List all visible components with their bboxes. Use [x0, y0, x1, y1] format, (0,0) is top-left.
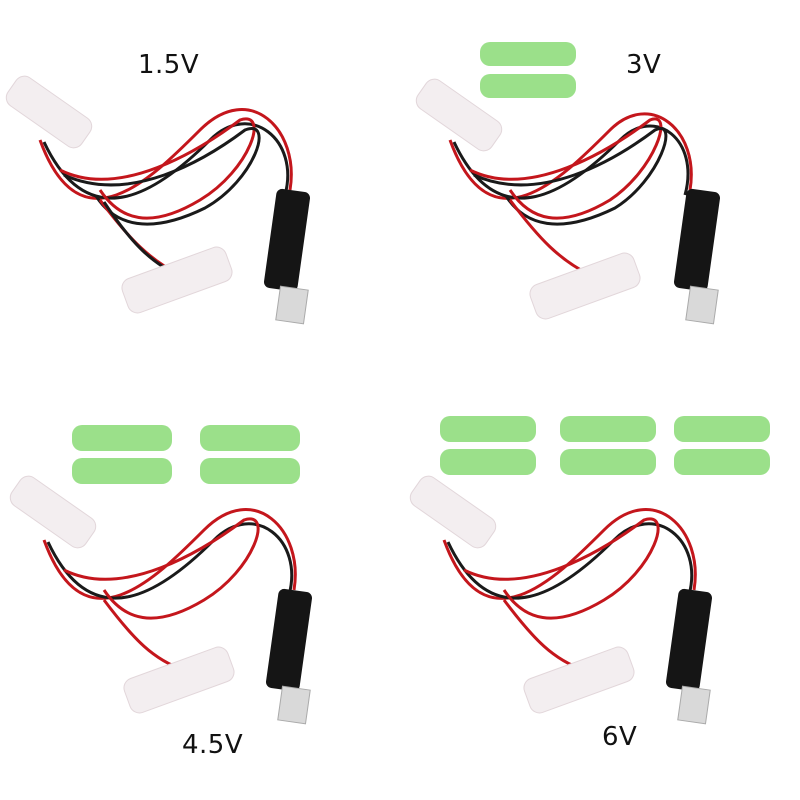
dummy-battery-bottom	[121, 246, 233, 314]
usb-plug	[665, 588, 713, 725]
dummy-battery-top	[9, 475, 97, 549]
cable-illustration	[5, 75, 311, 325]
dummy-battery-bottom	[123, 646, 235, 714]
cable-illustration	[9, 425, 313, 725]
product-panel-1-5v: 1.5V	[0, 0, 400, 400]
dummy-battery-bottom	[523, 646, 635, 714]
voltage-label: 6V	[602, 722, 638, 752]
cable-illustration	[409, 416, 770, 725]
product-panel-4-5v: 4.5V	[0, 400, 400, 800]
voltage-label: 3V	[626, 50, 662, 80]
usb-plug	[265, 588, 313, 725]
dummy-battery-top	[409, 475, 497, 549]
spare-batteries	[72, 425, 300, 484]
dummy-battery-top	[5, 75, 93, 149]
usb-plug	[263, 188, 311, 325]
voltage-label: 4.5V	[182, 730, 244, 760]
spare-batteries	[480, 42, 576, 98]
product-panel-3v: 3V	[400, 0, 800, 400]
voltage-label: 1.5V	[138, 50, 200, 80]
dummy-battery-top	[415, 78, 503, 152]
dummy-battery-bottom	[529, 252, 641, 320]
wire-bundle	[38, 108, 293, 280]
product-panel-6v: 6V	[400, 400, 800, 800]
usb-plug	[673, 188, 721, 325]
spare-batteries	[440, 416, 770, 475]
cable-illustration	[415, 42, 721, 325]
